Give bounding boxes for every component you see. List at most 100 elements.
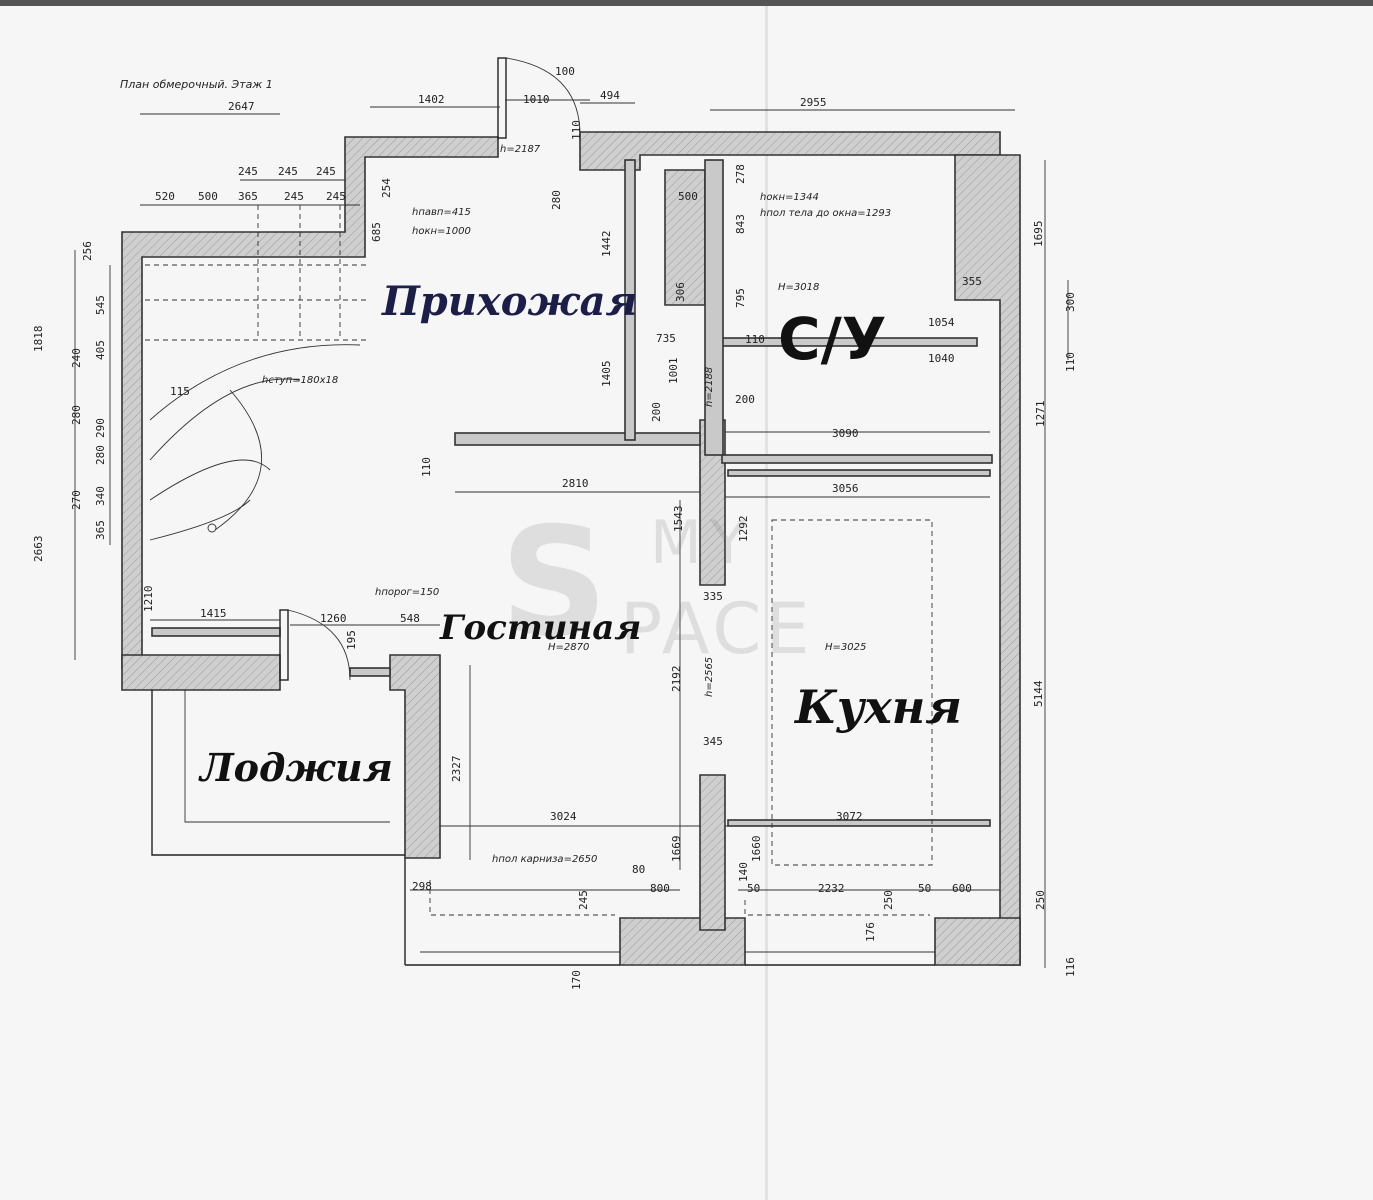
note-door-top: h=2187 [500, 144, 541, 155]
dim-label: 405 [94, 340, 107, 360]
dim-label: 3056 [832, 482, 859, 495]
kitchen-counter-outline [771, 519, 933, 866]
dim-label: 1818 [32, 326, 45, 353]
dim-label: 298 [412, 880, 432, 893]
staircase [145, 205, 370, 541]
dim-label: 2647 [228, 100, 255, 113]
room-label-living: Гостиная [440, 608, 642, 648]
dim-label: 345 [703, 735, 723, 748]
note-wc-h2: hпол тела до окна=1293 [760, 208, 891, 219]
dim-label: 270 [70, 490, 83, 510]
watermark-s: S [500, 496, 609, 670]
dim-label: 1054 [928, 316, 955, 329]
dimension-lines [74, 99, 1069, 968]
dim-label: 280 [70, 405, 83, 425]
dim-label: 254 [380, 178, 393, 198]
dim-label: 365 [238, 190, 258, 203]
dim-label: 2327 [450, 756, 463, 783]
dim-label: 2663 [32, 536, 45, 563]
dim-label: 1210 [142, 586, 155, 613]
note-living-ceiling: H=2870 [548, 642, 589, 653]
dim-label: 735 [656, 332, 676, 345]
dim-label: 300 [1064, 292, 1077, 312]
dim-label: 250 [882, 890, 895, 910]
dim-label: 50 [747, 882, 760, 895]
dim-label: 843 [734, 214, 747, 234]
dim-label: 306 [674, 282, 687, 302]
note-door-kitchen: h=2565 [704, 657, 715, 697]
dim-label: 355 [962, 275, 982, 288]
top-edge [0, 0, 1373, 6]
note-door-mid: h=2188 [704, 367, 715, 407]
outer-walls [121, 131, 1021, 966]
dim-label: 245 [238, 165, 258, 178]
dim-label: 1695 [1032, 221, 1045, 248]
dim-label: 170 [570, 970, 583, 990]
watermark-space: PACE [620, 588, 814, 670]
dim-label: 280 [94, 445, 107, 465]
dim-label: 245 [278, 165, 298, 178]
dim-label: 335 [703, 590, 723, 603]
note-wc-h1: hокн=1344 [760, 192, 819, 203]
room-label-loggia: Лоджия [200, 745, 393, 790]
note-window-h1: hпавп=415 [412, 207, 471, 218]
dim-label: 1271 [1034, 401, 1047, 428]
dim-label: 1442 [600, 231, 613, 258]
dim-label: 548 [400, 612, 420, 625]
dim-label: 3072 [836, 810, 863, 823]
dim-label: 1040 [928, 352, 955, 365]
dim-label: 110 [745, 333, 765, 346]
dim-label: 250 [1034, 890, 1047, 910]
dim-label: 1260 [320, 612, 347, 625]
dim-label: 200 [650, 402, 663, 422]
doors [279, 57, 581, 681]
dim-label: 115 [170, 385, 190, 398]
dim-label: 2955 [800, 96, 827, 109]
paper-fold-shadow [765, 0, 768, 1200]
dim-label: 195 [345, 630, 358, 650]
dim-label: 245 [326, 190, 346, 203]
dimension-labels: 2647 1402 1010 100 494 2955 520 500 365 … [32, 65, 1077, 990]
dim-label: 1660 [750, 836, 763, 863]
dim-label: 500 [678, 190, 698, 203]
dim-label: 1415 [200, 607, 227, 620]
dim-label: 280 [550, 190, 563, 210]
dim-label: 2192 [670, 666, 683, 693]
dim-label: 3090 [832, 427, 859, 440]
dim-label: 800 [650, 882, 670, 895]
dim-label: 245 [284, 190, 304, 203]
dim-label: 5144 [1032, 680, 1045, 707]
dim-label: 1543 [672, 506, 685, 533]
room-label-hall: Прихожая [382, 278, 638, 325]
dim-label: 2810 [562, 477, 589, 490]
dim-label: 50 [918, 882, 931, 895]
dim-label: 278 [734, 164, 747, 184]
dim-label: 290 [94, 418, 107, 438]
note-kitchen-ceiling: H=3025 [825, 642, 866, 653]
dim-label: 795 [734, 288, 747, 308]
note-window-h2: hокн=1000 [412, 226, 471, 237]
dim-label: 240 [70, 348, 83, 368]
dim-label: 1405 [600, 361, 613, 388]
dim-label: 545 [94, 295, 107, 315]
dim-label: 245 [577, 890, 590, 910]
note-bottom: hпол карниза=2650 [492, 854, 597, 865]
dim-label: 685 [370, 222, 383, 242]
dim-label: 1001 [667, 358, 680, 385]
note-stair: hступ=180x18 [262, 375, 338, 386]
dim-label: 110 [1064, 352, 1077, 372]
dim-label: 2232 [818, 882, 845, 895]
dim-label: 500 [198, 190, 218, 203]
watermark-my: MY [650, 508, 755, 578]
partitions [151, 159, 993, 827]
dim-label: 245 [316, 165, 336, 178]
dim-label: 1669 [670, 836, 683, 863]
dim-label: 176 [864, 922, 877, 942]
dim-label: 520 [155, 190, 175, 203]
dim-label: 340 [94, 486, 107, 506]
room-label-wc: С/У [778, 305, 887, 373]
plan-title: План обмерочный. Этаж 1 [120, 78, 273, 91]
dim-label: 256 [81, 241, 94, 261]
